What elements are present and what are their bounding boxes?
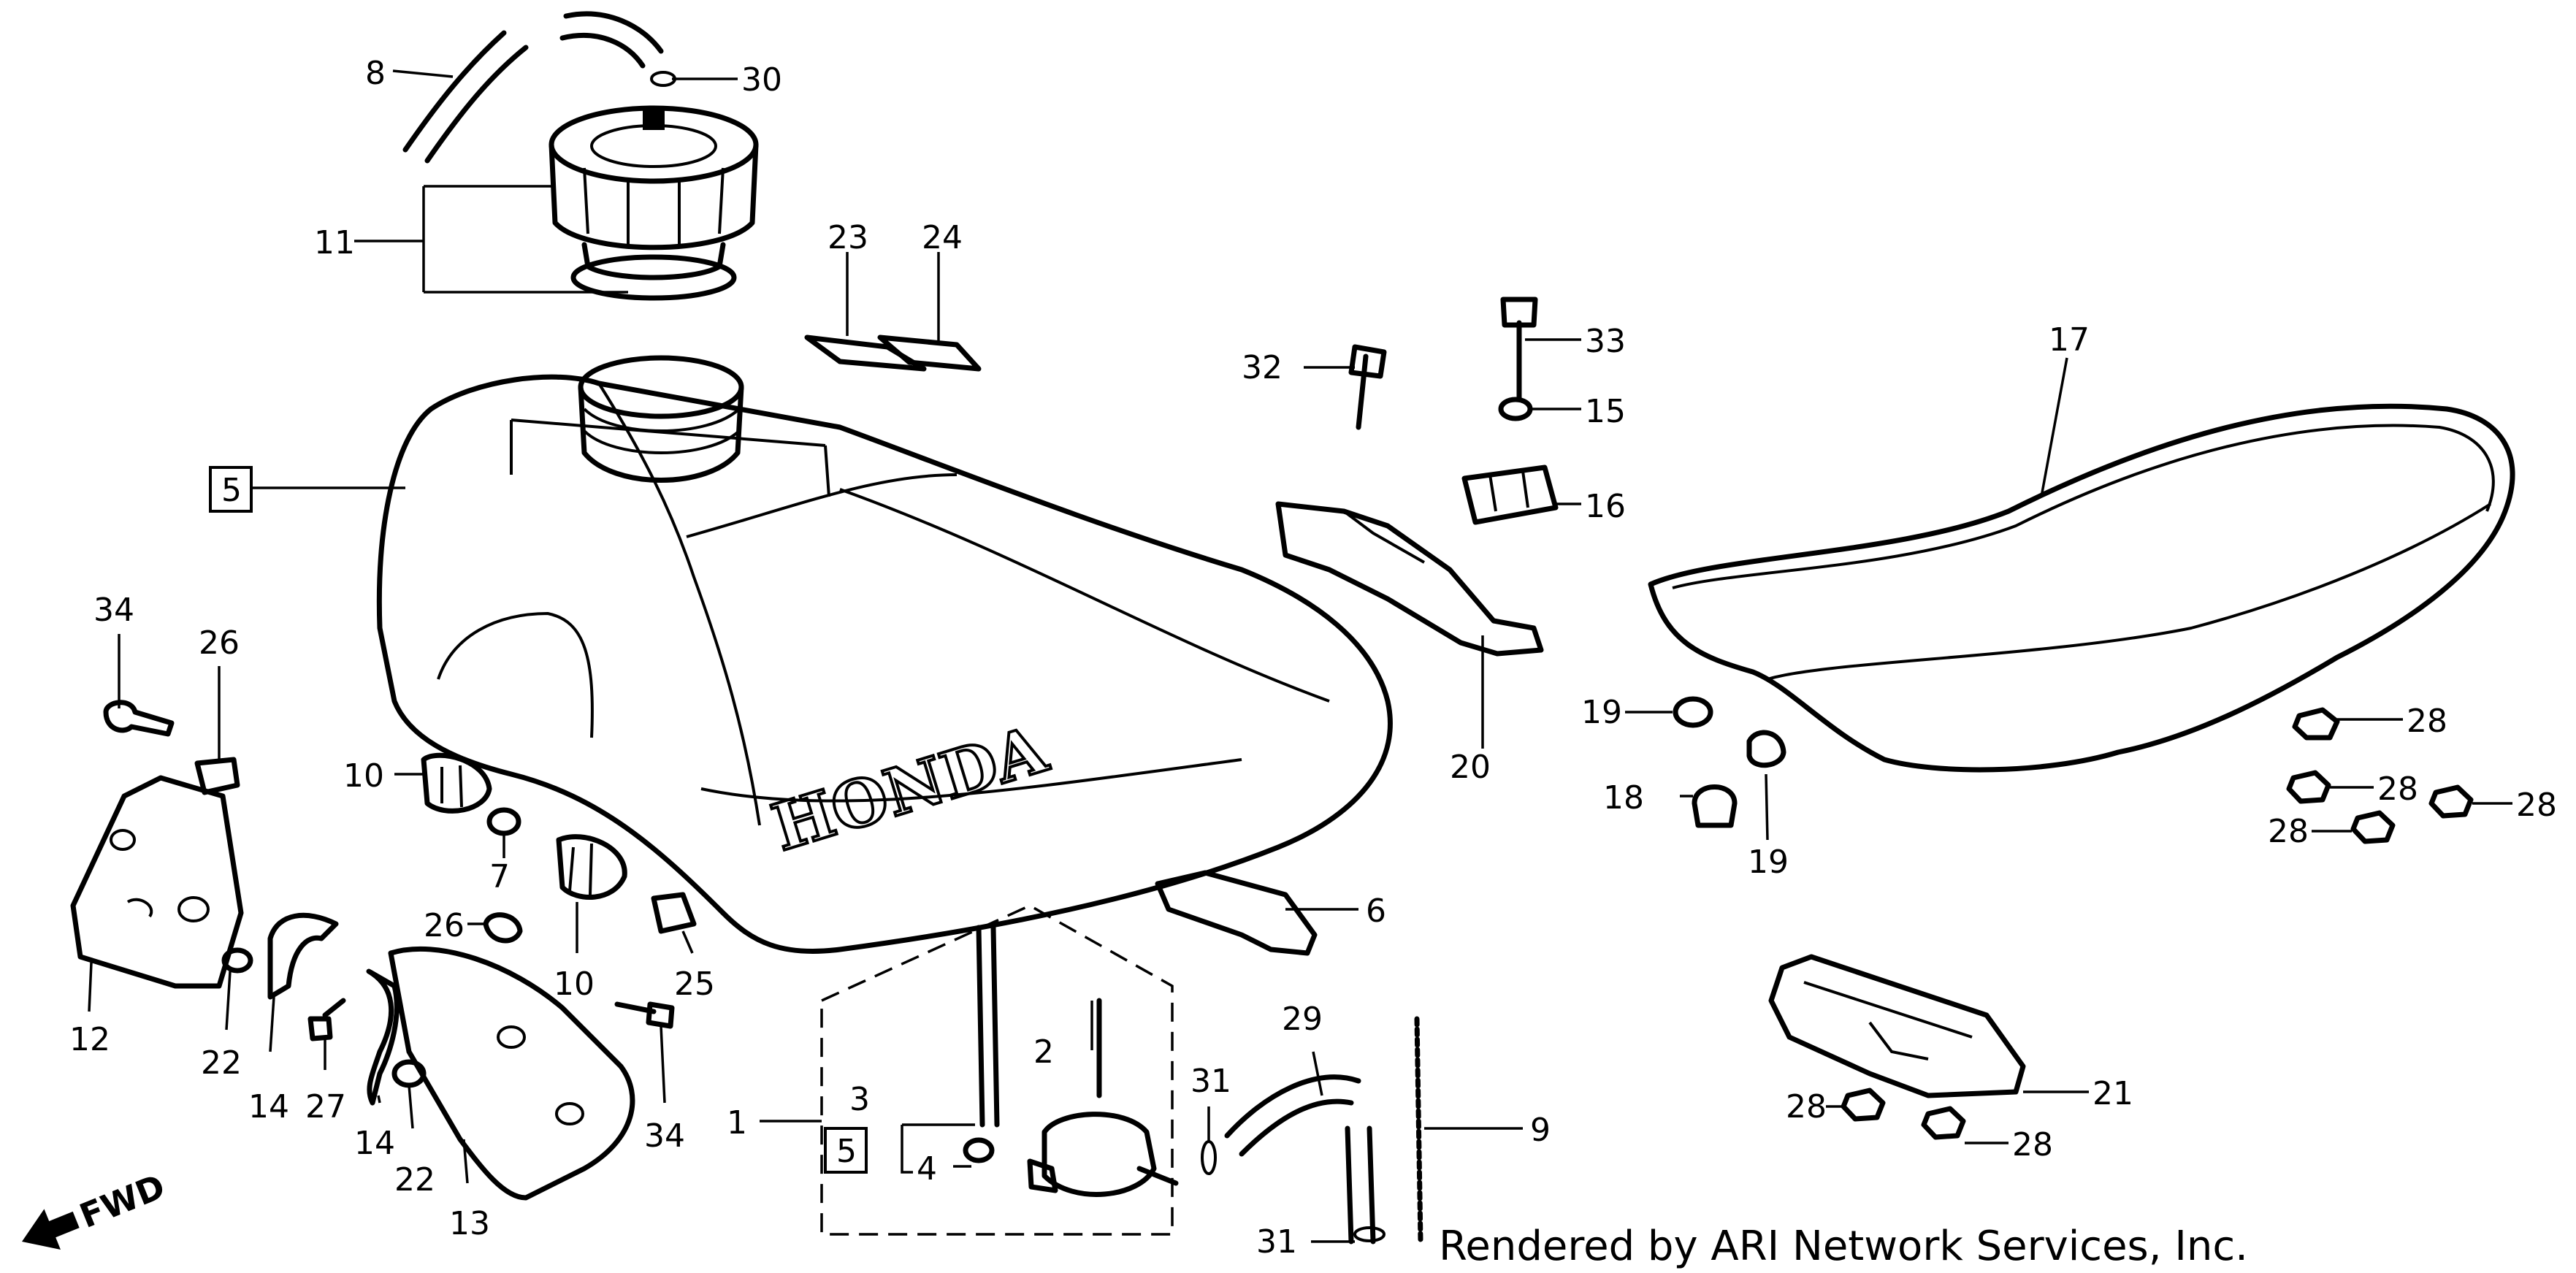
forward-arrow: FWD [22, 1166, 170, 1250]
callout-2: 2 [1033, 1033, 1054, 1071]
fuel-cap-drawing [549, 105, 759, 301]
shroud-13-drawing [388, 946, 635, 1201]
callout-25: 25 [674, 966, 715, 1003]
callout-4: 4 [917, 1150, 937, 1188]
callout-28a: 28 [2407, 703, 2447, 740]
bracket-14a-drawing [267, 912, 339, 1000]
grommet-18-drawing [1692, 784, 1738, 828]
callout-26b: 26 [424, 907, 465, 944]
callout-1: 1 [727, 1104, 747, 1142]
boxed-callout-5a-frame [209, 466, 253, 513]
clip-31a-drawing [1201, 1140, 1217, 1175]
nut-28c-drawing [2428, 784, 2474, 819]
bolt-33-drawing [1500, 297, 1538, 401]
callout-22b: 22 [394, 1161, 435, 1199]
callout-31b: 31 [1256, 1223, 1297, 1261]
callout-11: 11 [314, 224, 355, 261]
nut-28d-drawing [2350, 810, 2396, 844]
cushion-10b-drawing [556, 834, 627, 900]
clip-31b-drawing [1353, 1226, 1386, 1242]
callout-9: 9 [1530, 1112, 1551, 1149]
callout-27: 27 [305, 1088, 346, 1125]
shroud-12-drawing [70, 775, 244, 989]
callout-22a: 22 [201, 1044, 242, 1082]
clip-drawing [650, 71, 676, 87]
callout-8: 8 [365, 55, 386, 92]
callout-18: 18 [1603, 779, 1644, 817]
callout-5b: 5 [836, 1133, 857, 1170]
collar-26b-drawing [483, 912, 523, 944]
callout-20: 20 [1450, 749, 1491, 786]
callout-19a: 19 [1581, 694, 1622, 731]
bolt-27-drawing [307, 998, 346, 1041]
fuel-valve-drawing [963, 925, 1179, 1197]
cushion-19b-drawing [1746, 730, 1786, 768]
callout-16: 16 [1585, 488, 1626, 525]
collar-26a-drawing [194, 757, 240, 795]
decal-24-drawing [877, 335, 982, 372]
callout-30: 30 [741, 61, 782, 99]
callout-28c: 28 [2516, 787, 2557, 824]
forward-label: FWD [74, 1166, 170, 1236]
wire-9-drawing [1414, 1016, 1423, 1245]
callout-34a: 34 [93, 592, 134, 629]
stay-20-drawing [1275, 501, 1544, 657]
washer-22a-drawing [221, 947, 253, 974]
callout-34b: 34 [644, 1117, 685, 1155]
callout-14b: 14 [354, 1125, 395, 1162]
bracket-14b-drawing [366, 968, 400, 1106]
nut-28b-drawing [2286, 770, 2331, 804]
callout-32: 32 [1242, 349, 1283, 386]
cushion-10a-drawing [421, 752, 492, 814]
callout-29: 29 [1282, 1001, 1323, 1038]
seat-drawing [1648, 403, 2515, 773]
callout-26a: 26 [199, 624, 240, 662]
callout-28e: 28 [1786, 1088, 1827, 1125]
callout-28f: 28 [2012, 1126, 2053, 1163]
nut-28a-drawing [2292, 707, 2340, 741]
callout-12: 12 [69, 1021, 110, 1058]
valve-assembly-outline [820, 904, 1174, 1236]
callout-10a: 10 [343, 757, 384, 795]
cushion-19a-drawing [1673, 696, 1713, 728]
bolt-34a-drawing [103, 700, 175, 737]
nut-28f-drawing [1921, 1106, 1966, 1140]
callout-28b: 28 [2377, 771, 2418, 808]
callout-5a: 5 [221, 472, 242, 509]
fuel-tube-29-drawing [1224, 1074, 1376, 1245]
callout-17: 17 [2049, 321, 2090, 359]
decal-23-drawing [804, 335, 927, 372]
callout-19b: 19 [1748, 844, 1789, 881]
bolt-32-drawing [1348, 344, 1387, 430]
plate-6-drawing [1155, 870, 1318, 956]
clip-25-drawing [651, 892, 697, 934]
leader-lines [88, 69, 2512, 1243]
callout-23: 23 [828, 219, 868, 256]
seat-plate-drawing [1768, 954, 2026, 1098]
callout-6: 6 [1366, 892, 1386, 930]
bracket-16-drawing [1461, 465, 1559, 525]
fuel-tank-drawing [376, 355, 1393, 954]
callout-33: 33 [1585, 323, 1626, 360]
callout-31a: 31 [1190, 1063, 1231, 1100]
callout-10b: 10 [554, 966, 595, 1003]
nut-28e-drawing [1841, 1087, 1886, 1122]
callout-15: 15 [1585, 393, 1626, 430]
collar-7-drawing [486, 807, 521, 836]
callout-28d: 28 [2268, 813, 2309, 850]
callout-3: 3 [849, 1081, 870, 1118]
brand-mark: HONDA [764, 711, 1056, 865]
credit-text: Rendered by ARI Network Services, Inc. [1439, 1223, 2248, 1270]
callout-7: 7 [489, 858, 510, 895]
callout-21: 21 [2092, 1075, 2133, 1112]
collar-drawing [1498, 397, 1533, 421]
boxed-callout-5b-frame [824, 1127, 868, 1174]
callout-labels: 8 30 11 23 24 5 32 33 15 16 17 20 19 18 … [69, 55, 2557, 1261]
bolt-34b-drawing [614, 1001, 675, 1029]
callout-14a: 14 [248, 1088, 289, 1125]
callout-24: 24 [922, 219, 963, 256]
callout-13: 13 [449, 1205, 490, 1242]
breather-tube-drawing [402, 11, 664, 164]
